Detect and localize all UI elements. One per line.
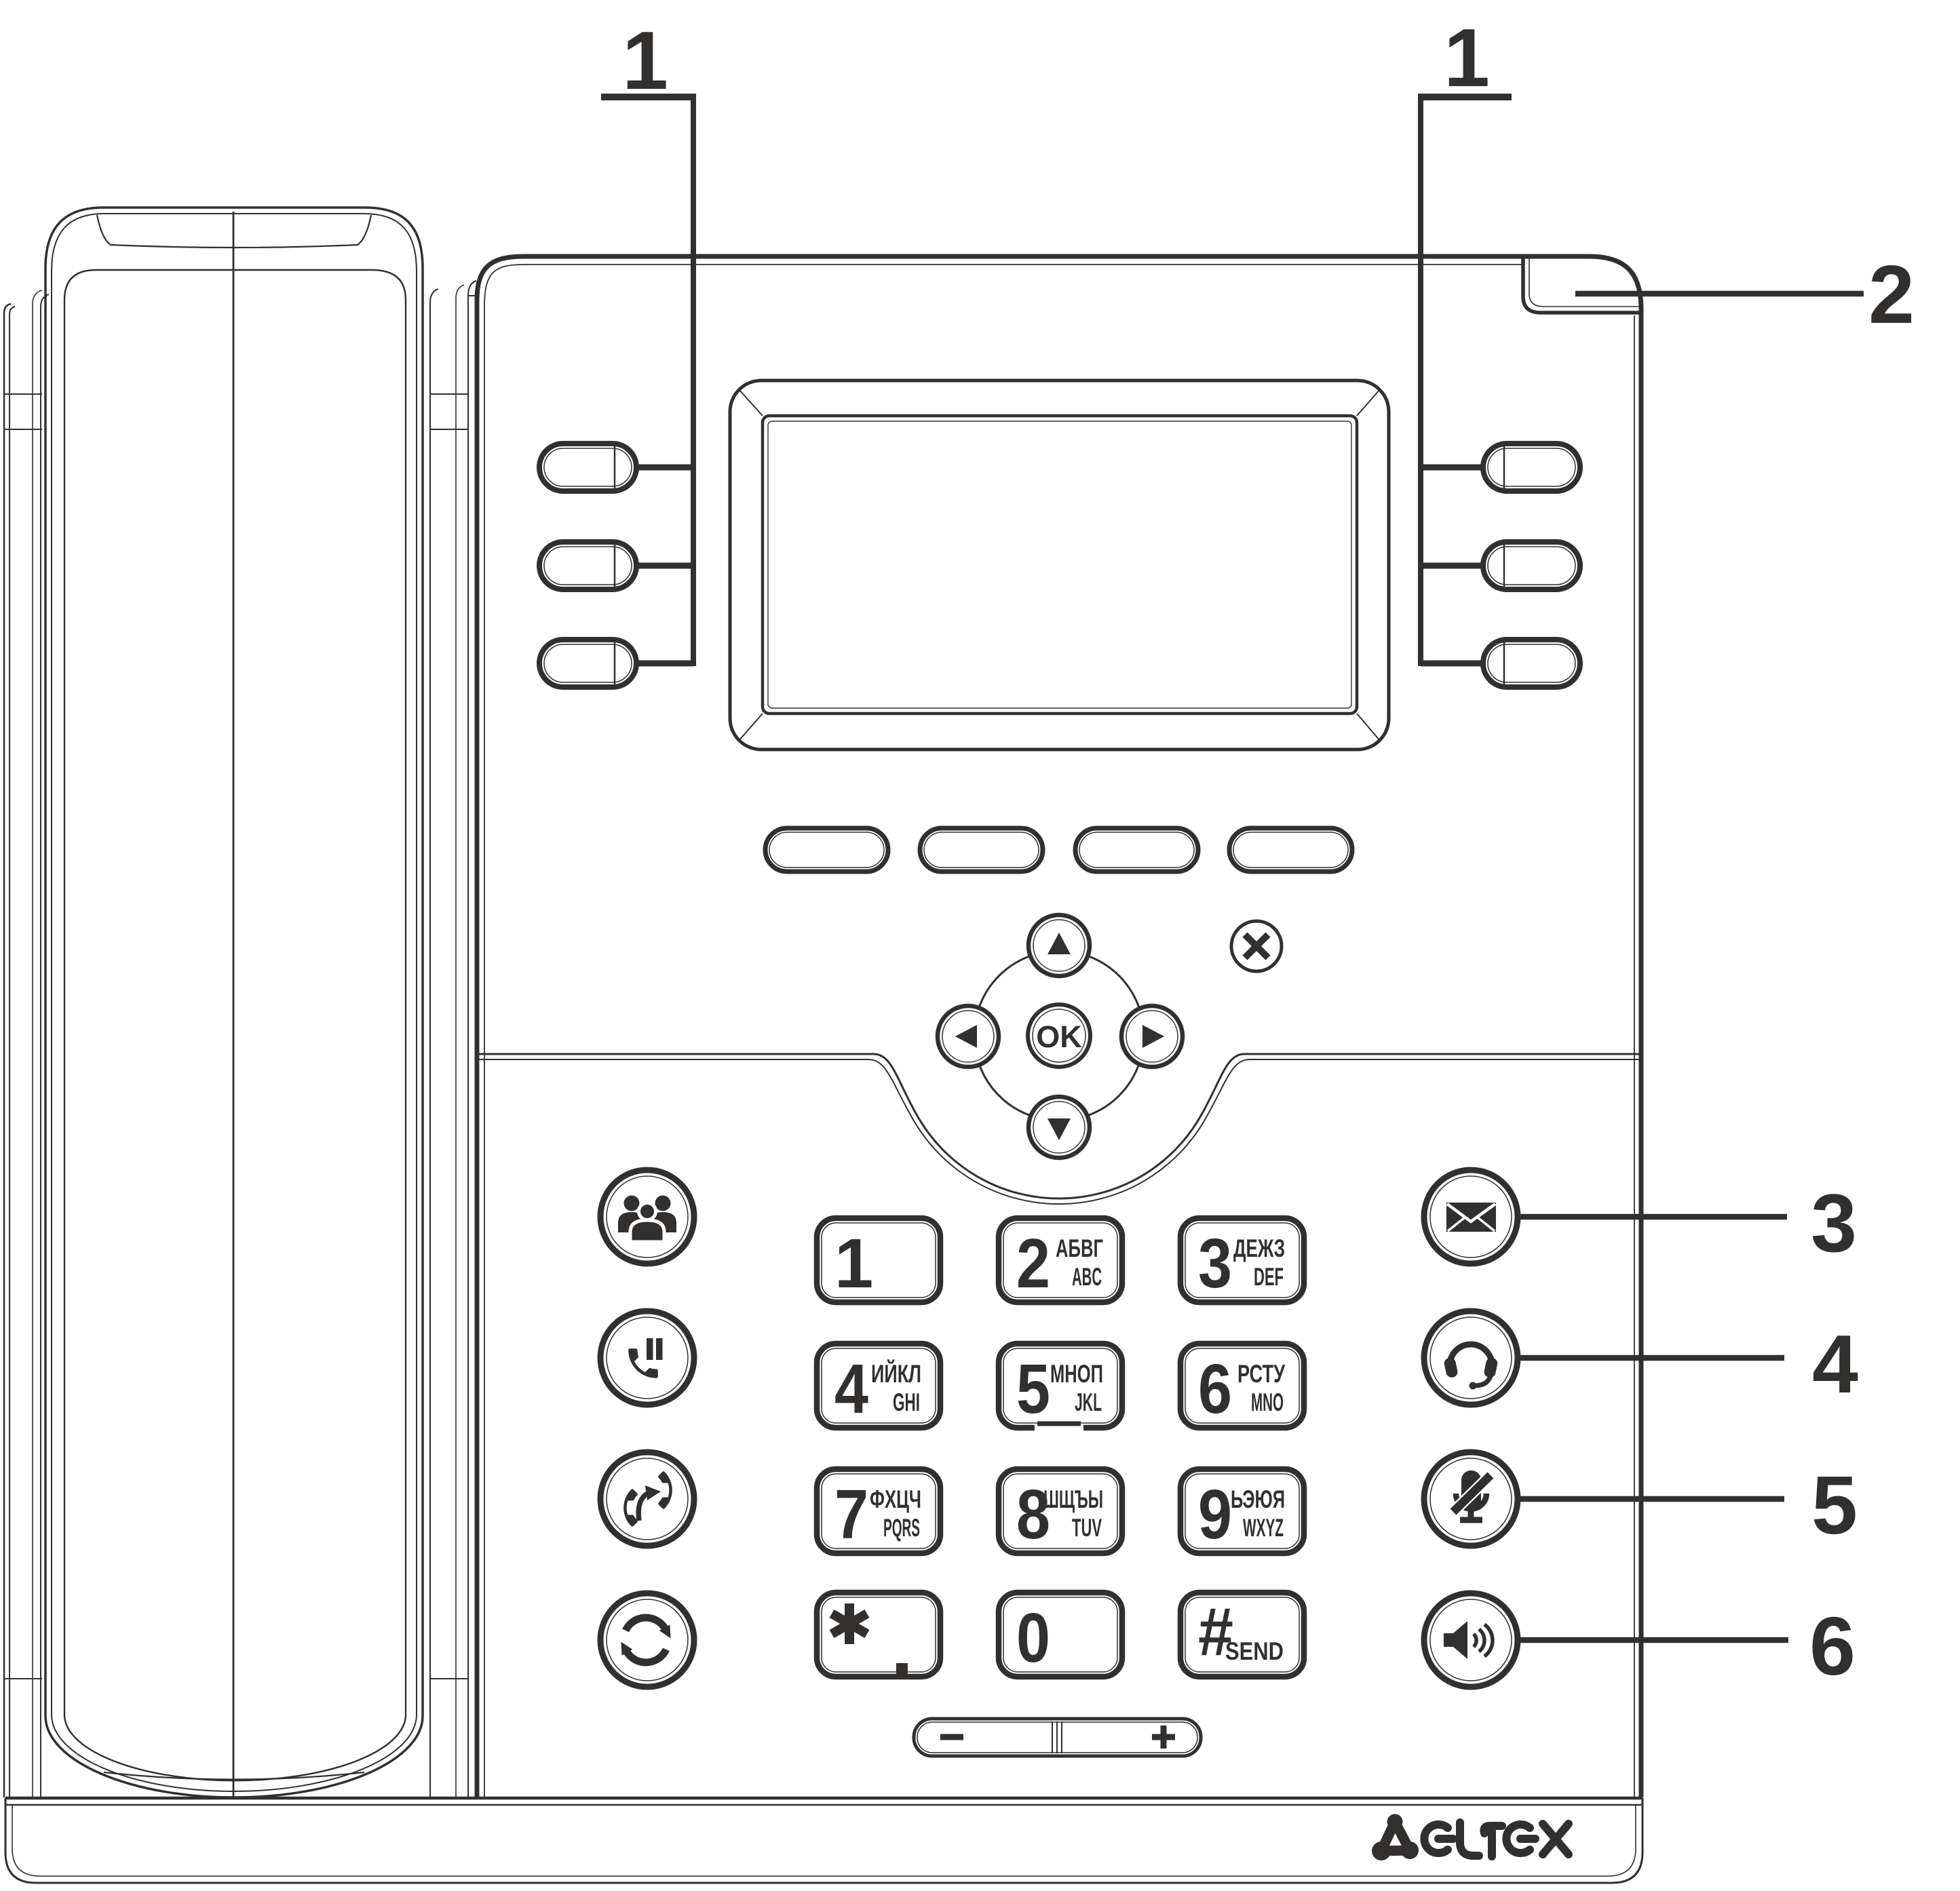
svg-text:2: 2 [1868, 248, 1915, 340]
svg-text:TUV: TUV [1072, 1514, 1102, 1542]
svg-text:5: 5 [1016, 1350, 1050, 1428]
svg-text:6: 6 [1809, 1600, 1856, 1692]
svg-text:3: 3 [1811, 1177, 1857, 1269]
svg-text:OK: OK [1036, 1019, 1082, 1054]
svg-text:1: 1 [834, 1224, 873, 1302]
svg-text:1: 1 [1444, 12, 1490, 104]
svg-text:ЬЭЮЯ: ЬЭЮЯ [1231, 1485, 1285, 1513]
svg-text:4: 4 [834, 1350, 868, 1428]
svg-text:9: 9 [1198, 1475, 1232, 1553]
svg-text:#: # [1198, 1594, 1233, 1670]
svg-text:JKL: JKL [1075, 1388, 1102, 1416]
svg-text:6: 6 [1198, 1350, 1232, 1428]
svg-text:WXYZ: WXYZ [1243, 1514, 1284, 1542]
svg-text:DEF: DEF [1254, 1263, 1284, 1291]
svg-text:1: 1 [622, 14, 668, 106]
svg-text:8: 8 [1016, 1475, 1050, 1553]
svg-text:2: 2 [1016, 1224, 1050, 1302]
svg-text:ФХЦЧ: ФХЦЧ [870, 1485, 921, 1513]
svg-text:ШЩЪЫ: ШЩЪЫ [1043, 1485, 1103, 1513]
svg-text:MNO: MNO [1251, 1388, 1284, 1416]
svg-text:GHI: GHI [893, 1388, 920, 1416]
svg-text:РСТУ: РСТУ [1237, 1360, 1286, 1388]
svg-text:5: 5 [1811, 1459, 1858, 1551]
svg-text:7: 7 [834, 1475, 868, 1553]
svg-text:0: 0 [1016, 1599, 1050, 1677]
svg-text:МНОП: МНОП [1050, 1360, 1103, 1388]
svg-text:SEND: SEND [1225, 1637, 1284, 1665]
svg-text:ДЕЖЗ: ДЕЖЗ [1233, 1234, 1285, 1262]
svg-text:ABC: ABC [1072, 1263, 1102, 1291]
svg-text:PQRS: PQRS [883, 1514, 920, 1542]
svg-text:3: 3 [1198, 1224, 1232, 1302]
svg-text:4: 4 [1812, 1318, 1858, 1410]
svg-text:ИЙКЛ: ИЙКЛ [871, 1359, 921, 1388]
svg-text:АБВГ: АБВГ [1056, 1234, 1103, 1262]
